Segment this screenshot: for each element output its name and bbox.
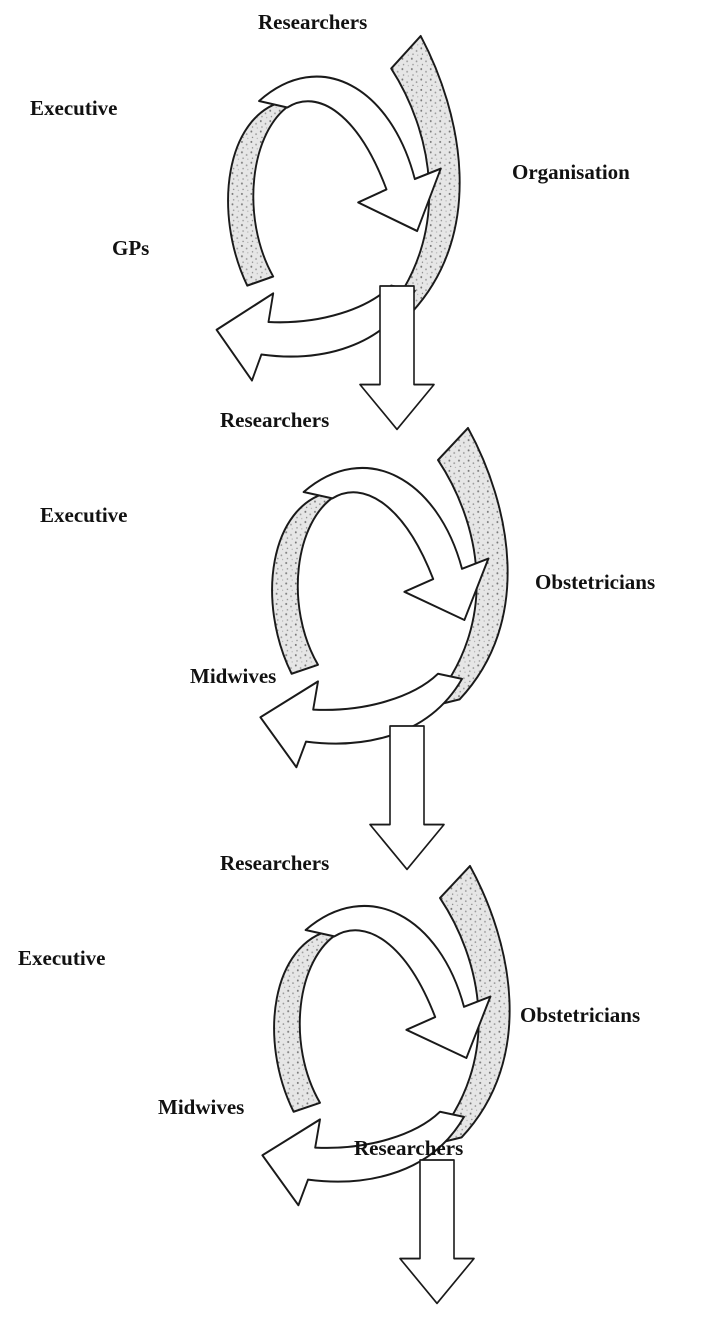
cycle-2-right-label: Obstetricians <box>535 572 655 593</box>
cycle-2-graphic <box>260 428 507 767</box>
cycle-3-top-label: Researchers <box>220 853 329 874</box>
cycle-2-bottom-label: Midwives <box>190 666 276 687</box>
cycle-1-top-label: Researchers <box>258 12 367 33</box>
down-arrow-3 <box>400 1160 474 1303</box>
cycle-1-bottom-label: GPs <box>112 238 149 259</box>
down-arrow-2 <box>370 726 444 869</box>
cycle-3-left-label: Executive <box>18 948 105 969</box>
cycle-3-right-label: Obstetricians <box>520 1005 640 1026</box>
cycle-3-after-label: Researchers <box>354 1138 463 1159</box>
cycle-2-top-label: Researchers <box>220 410 329 431</box>
cycle-1-right-label: Organisation <box>512 162 630 183</box>
cycle-1-graphic <box>217 36 460 381</box>
cycle-3-bottom-label: Midwives <box>158 1097 244 1118</box>
cycle-1-left-label: Executive <box>30 98 117 119</box>
cycle-2-left-label: Executive <box>40 505 127 526</box>
